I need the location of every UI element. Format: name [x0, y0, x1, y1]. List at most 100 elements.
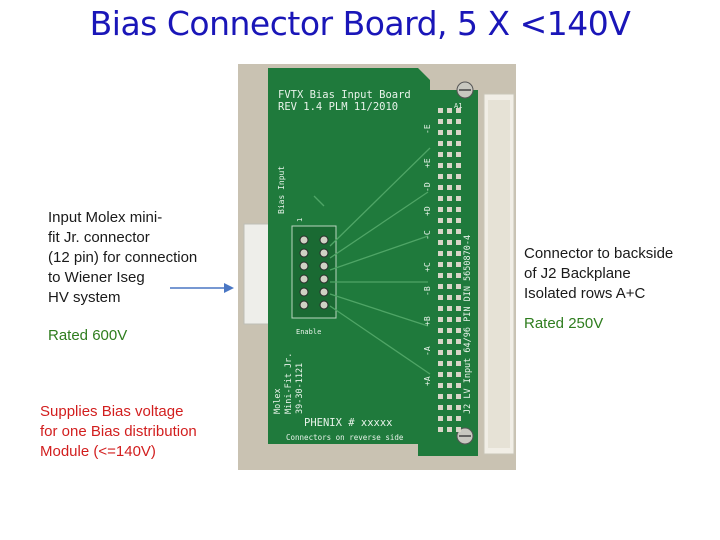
din-pin [438, 229, 443, 234]
connector-line: Isolated rows A+C [524, 285, 646, 302]
din-pin [447, 240, 452, 245]
traces [313, 147, 431, 375]
din-pin [456, 383, 461, 388]
din-pin [438, 328, 443, 333]
pin1-label: 1 [296, 218, 304, 222]
din-pin [447, 306, 452, 311]
pin-labels: -E+E-D+D-C+C-B+B-A+A [423, 124, 432, 386]
din-pin [438, 339, 443, 344]
molex-pin [299, 261, 309, 271]
pin-label: -D [423, 182, 432, 192]
a1-label: A1 [454, 102, 462, 110]
molex-pin [319, 287, 329, 297]
din-pin [447, 284, 452, 289]
din-pin [447, 394, 452, 399]
din-pin [447, 405, 452, 410]
din-pin [438, 273, 443, 278]
din-pin [456, 119, 461, 124]
din-pin [438, 130, 443, 135]
din-pin [447, 328, 452, 333]
molex-pin [299, 287, 309, 297]
din-pin [438, 350, 443, 355]
din-pin [447, 251, 452, 256]
din-pin [456, 262, 461, 267]
din-pin [438, 416, 443, 421]
din-pin [447, 185, 452, 190]
reverse-side-label: Connectors on reverse side [286, 433, 404, 442]
din-pin [456, 130, 461, 135]
din-pin [447, 152, 452, 157]
j2-label: J2 LV Input 64/96 PIN DIN 5650870-4 [463, 235, 473, 414]
din-pin [447, 273, 452, 278]
din-pin [447, 163, 452, 168]
din-pins [438, 108, 461, 432]
din-pin [447, 361, 452, 366]
din-pin [447, 262, 452, 267]
connector-line: Connector to backside [524, 245, 674, 262]
din-pin [438, 295, 443, 300]
din-pin [447, 295, 452, 300]
din-pin [447, 174, 452, 179]
molex-line: Input Molex mini- [48, 209, 163, 226]
pin-label: -B [423, 286, 432, 296]
din-pin [456, 185, 461, 190]
din-pin [438, 427, 443, 432]
din-pin [447, 207, 452, 212]
molex-line: fit Jr. connector [48, 229, 150, 246]
din-pin [456, 416, 461, 421]
din-pin [447, 383, 452, 388]
din-pin [438, 262, 443, 267]
din-pin [456, 218, 461, 223]
molex-pin [319, 248, 329, 258]
molex-label-3: 39-30-1121 [295, 363, 305, 414]
pointer-arrow [170, 283, 234, 293]
supply-description: Supplies Bias voltage for one Bias distr… [40, 402, 197, 462]
din-pin [438, 284, 443, 289]
din-pin [447, 119, 452, 124]
din-pin [438, 207, 443, 212]
molex-pin [299, 248, 309, 258]
din-pin [456, 317, 461, 322]
pcb-drawing: FVTX Bias Input Board REV 1.4 PLM 11/201… [243, 68, 515, 456]
din-pin [438, 163, 443, 168]
left-rating: Rated 600V [48, 327, 128, 344]
din-pin [456, 196, 461, 201]
molex-label-1: Molex [273, 388, 283, 414]
din-pin [447, 416, 452, 421]
din-pin [447, 130, 452, 135]
phenix-label: PHENIX # xxxxx [304, 417, 393, 429]
din-pin [456, 152, 461, 157]
molex-line: HV system [48, 289, 121, 306]
din-pin [456, 394, 461, 399]
din-pin [447, 196, 452, 201]
din-pin [447, 108, 452, 113]
din-pin [447, 372, 452, 377]
din-pin [438, 394, 443, 399]
molex-label-2: Mini-Fit Jr. [284, 353, 294, 414]
din-pin [447, 317, 452, 322]
din-pin [456, 240, 461, 245]
din-pin [456, 361, 461, 366]
din-pin [456, 174, 461, 179]
din-pin [438, 372, 443, 377]
din-pin [438, 108, 443, 113]
right-rating: Rated 250V [524, 315, 604, 332]
din-pin [438, 405, 443, 410]
enable-label: Enable [296, 328, 321, 336]
din-pin [456, 372, 461, 377]
slide-title: Bias Connector Board, 5 X <140V [89, 4, 631, 43]
din-pin [456, 141, 461, 146]
din-pin [456, 163, 461, 168]
molex-pin [319, 261, 329, 271]
supply-line: Supplies Bias voltage [40, 403, 184, 420]
supply-line: Module (<=140V) [40, 443, 156, 460]
pin-label: +C [423, 262, 432, 272]
din-pin [438, 240, 443, 245]
din-pin [447, 339, 452, 344]
din-pin [456, 284, 461, 289]
din-pin [438, 251, 443, 256]
pin-label: -E [423, 124, 432, 134]
pin-label: +E [423, 158, 432, 168]
din-pin [456, 273, 461, 278]
din-pin [438, 141, 443, 146]
